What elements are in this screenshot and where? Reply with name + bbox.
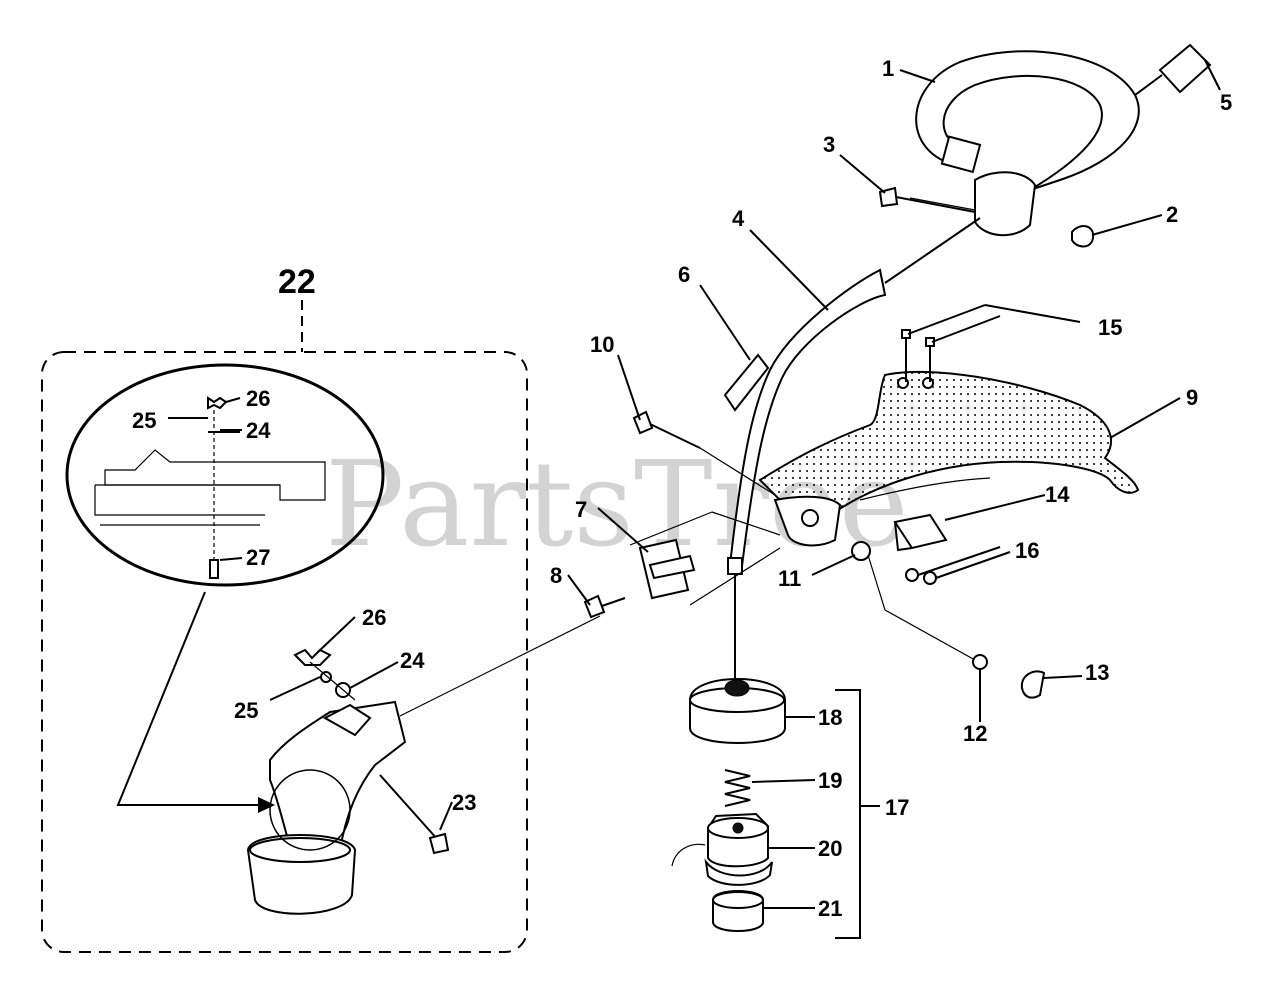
bracket-part-14: [893, 513, 948, 552]
callout-3: 3: [823, 132, 835, 157]
detail-inset: [94, 396, 326, 579]
callout-21: 21: [818, 896, 842, 921]
group-bracket-17: [835, 689, 880, 939]
callout-11: 11: [778, 566, 801, 591]
callout-8: 8: [550, 563, 562, 588]
callout-25-inset: 25: [132, 408, 156, 433]
callout-7: 7: [575, 497, 587, 522]
callout-25-lower: 25: [234, 698, 258, 723]
callout-20: 20: [818, 836, 842, 861]
sleeve-part-6: [723, 353, 770, 412]
nut-part-2: [1071, 225, 1095, 248]
shaft-part-4: [727, 217, 981, 680]
screws-part-15: [901, 304, 1081, 382]
callout-13: 13: [1085, 660, 1109, 685]
loop-handle-part-1: [915, 43, 1212, 237]
callout-16: 16: [1015, 538, 1039, 563]
spring-part-19: [724, 769, 751, 807]
callout-27-inset: 27: [246, 545, 270, 570]
spool-part-20: [671, 812, 773, 886]
callout-4: 4: [732, 206, 745, 231]
callout-12: 12: [963, 721, 987, 746]
callout-17: 17: [885, 795, 909, 820]
bolt-part-8: [399, 594, 626, 717]
callout-9: 9: [1186, 385, 1198, 410]
callout-24-lower: 24: [400, 648, 425, 673]
callout-22: 22: [278, 263, 316, 301]
bolt-part-3: [878, 186, 976, 213]
guard-part-9: [758, 370, 1140, 547]
spool-housing-part-18: [689, 678, 786, 744]
bolt-part-23: [379, 774, 450, 855]
clamp-part-7: [629, 511, 781, 606]
callout-26-inset: 26: [246, 386, 270, 411]
washer-part-12: [972, 654, 988, 670]
callout-6: 6: [678, 262, 690, 287]
group-22-box: [41, 300, 528, 953]
callout-14: 14: [1045, 482, 1070, 507]
nuts-part-16: [905, 546, 1011, 585]
leader-lines: [219, 59, 1221, 909]
knob-part-21: [712, 890, 764, 932]
callout-10: 10: [590, 332, 614, 357]
callout-26-lower: 26: [362, 605, 386, 630]
gearbox-part-22: [246, 700, 407, 915]
clip-part-13: [1020, 670, 1046, 699]
washer-part-11: [851, 541, 871, 561]
washer-part-25-lower: [320, 671, 332, 683]
wingnut-part-26-lower: [293, 648, 332, 666]
callout-15: 15: [1098, 315, 1122, 340]
callout-2: 2: [1166, 202, 1178, 227]
callout-23: 23: [452, 790, 476, 815]
callout-5: 5: [1220, 90, 1232, 115]
callout-1: 1: [882, 56, 894, 81]
detail-arrow: [116, 591, 275, 813]
callout-18: 18: [818, 705, 842, 730]
callout-24-inset: 24: [246, 418, 271, 443]
callout-19: 19: [818, 768, 842, 793]
